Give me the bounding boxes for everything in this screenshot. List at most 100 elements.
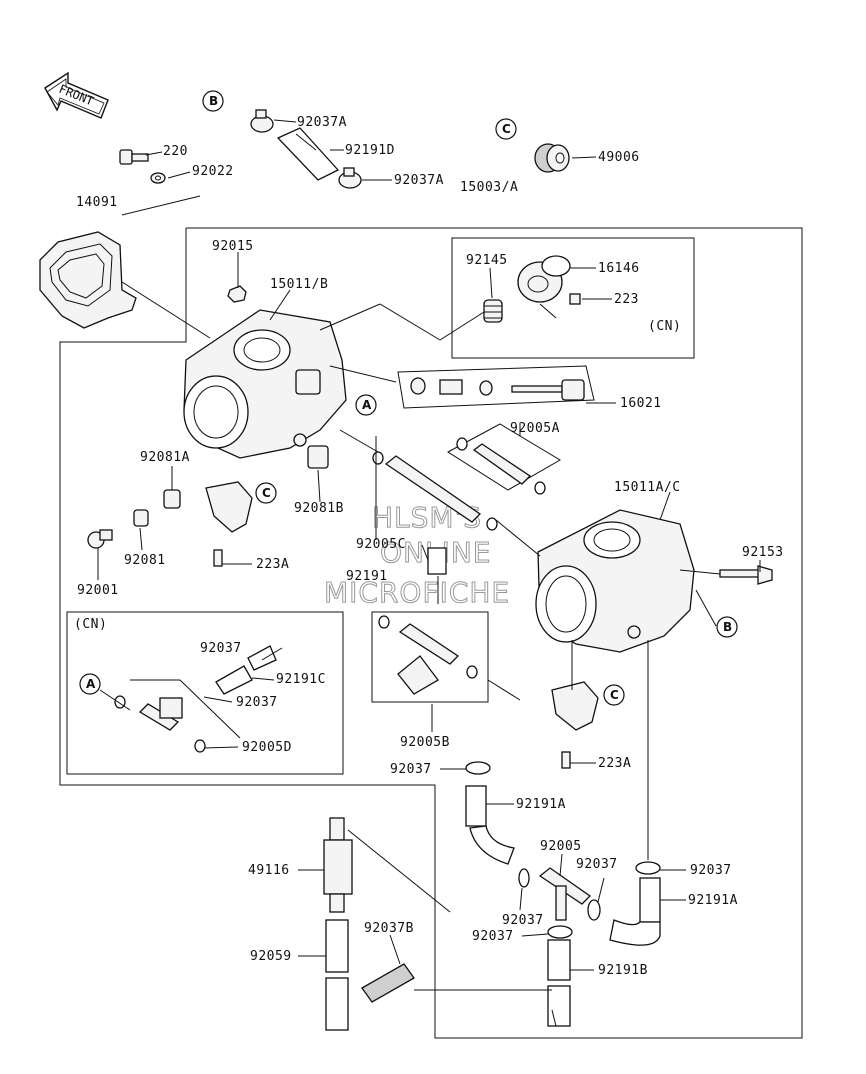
label-16021: 16021: [620, 396, 662, 411]
carburetor-right-15011ac: [535, 509, 695, 653]
label-14091: 14091: [76, 195, 118, 210]
hose-92059: [325, 919, 349, 1031]
clamp-92037-r2: [587, 899, 601, 921]
nut-92015: [227, 285, 247, 303]
label-92037-cn-1: 92037: [200, 641, 242, 656]
screw-220: [119, 149, 149, 165]
label-92005c: 92005C: [356, 537, 406, 552]
label-92005d: 92005D: [242, 740, 292, 755]
label-223-top: 223: [614, 292, 639, 307]
ref-circle-c-top: C: [495, 118, 517, 140]
leader-lines: [97, 119, 761, 1027]
label-92191a-middle: 92191A: [516, 797, 566, 812]
label-92145: 92145: [466, 253, 508, 268]
bracket-right: [551, 681, 599, 731]
ref-b-top-label: B: [209, 94, 218, 108]
label-92037-cn-2: 92037: [236, 695, 278, 710]
label-92022: 92022: [192, 164, 234, 179]
label-92037-right: 92037: [690, 863, 732, 878]
oring-box-92005a: [447, 423, 561, 491]
label-92037-middle-4: 92037: [472, 929, 514, 944]
spring-92081a: [163, 489, 181, 509]
orings-92005a: [456, 437, 546, 495]
ref-circle-c-right: C: [603, 684, 625, 706]
label-49006: 49006: [598, 150, 640, 165]
ref-a-cn-label: A: [86, 677, 96, 691]
label-cn-top: (CN): [648, 319, 681, 334]
cn-inset-box-top: [451, 237, 695, 359]
hose-92191c: [215, 645, 277, 695]
clamp-92037-m1: [465, 761, 491, 775]
ref-circle-a-cn: A: [79, 673, 101, 695]
label-15011b: 15011/B: [270, 277, 328, 292]
label-92191c: 92191C: [276, 672, 326, 687]
label-92005a: 92005A: [510, 421, 560, 436]
screw-223a-right: [561, 751, 571, 769]
ref-a-mid-label: A: [362, 398, 372, 412]
label-92081: 92081: [124, 553, 166, 568]
screw-92153: [719, 565, 773, 585]
clamp-92037-r: [635, 861, 661, 875]
fuel-pipe-92191: [372, 451, 498, 575]
label-92005: 92005: [540, 839, 582, 854]
ref-circle-c-left: C: [255, 482, 277, 504]
tee-92005: [538, 867, 592, 921]
cover-16146: [517, 255, 571, 303]
ref-circle-b-top: B: [202, 90, 224, 112]
label-15011ac: 15011A/C: [614, 480, 681, 495]
label-92037b: 92037B: [364, 921, 414, 936]
label-92191: 92191: [346, 569, 388, 584]
tee-92005d: [114, 695, 206, 753]
fuel-tee-box: [371, 611, 489, 703]
hose-clamp-92037a-top: [250, 109, 274, 133]
watermark-line-3: MICROFICHE: [324, 576, 510, 609]
label-92081a: 92081A: [140, 450, 190, 465]
hose-92191a-middle: [465, 785, 515, 865]
bracket-left: [205, 481, 253, 533]
ref-c-left-label: C: [262, 486, 271, 500]
label-92001: 92001: [77, 583, 119, 598]
label-220: 220: [163, 144, 188, 159]
hose-92191b: [547, 939, 571, 1027]
pilot-screw-16021: [410, 377, 585, 401]
cap-49006: [534, 143, 570, 173]
label-92191d: 92191D: [345, 143, 395, 158]
label-92037-middle-3: 92037: [502, 913, 544, 928]
label-92191b: 92191B: [598, 963, 648, 978]
label-92081b: 92081B: [294, 501, 344, 516]
ref-b-right-label: B: [723, 620, 732, 634]
label-223a-left: 223A: [256, 557, 289, 572]
watermark: HLSM'S ONLINE MICROFICHE: [324, 501, 510, 610]
label-92153: 92153: [742, 545, 784, 560]
label-16146: 16146: [598, 261, 640, 276]
label-92037-middle-1: 92037: [390, 762, 432, 777]
label-92059: 92059: [250, 949, 292, 964]
spring-92081: [133, 509, 149, 527]
label-92037a-bottom: 92037A: [394, 173, 444, 188]
filter-49116: [323, 817, 353, 913]
label-92015: 92015: [212, 239, 254, 254]
screw-223a-left: [213, 549, 223, 567]
cn-inset-box-left: [66, 611, 344, 775]
ref-circle-a-mid: A: [355, 394, 377, 416]
label-cn-box: (CN): [74, 617, 107, 632]
clamp-92037-m4: [547, 925, 573, 939]
assembly-frame: [59, 227, 803, 1039]
clamp-92037-m2: [518, 868, 530, 888]
hose-92191d: [276, 127, 340, 181]
washer-92022: [150, 172, 166, 184]
carburetor-left-15011b: [183, 309, 347, 459]
label-49116: 49116: [248, 863, 290, 878]
label-92191a-right: 92191A: [688, 893, 738, 908]
ref-c-top-label: C: [502, 122, 511, 136]
screw-92001: [87, 529, 113, 549]
clip-92037b: [361, 963, 415, 1003]
spring-92145: [483, 299, 503, 323]
screw-223-top: [569, 293, 581, 305]
label-92037a-top: 92037A: [297, 115, 347, 130]
label-15003a: 15003/A: [460, 180, 518, 195]
front-arrow-icon: FRONT: [44, 71, 109, 119]
fuel-tee-92005b: [378, 615, 478, 695]
ref-circle-b-right: B: [716, 616, 738, 638]
